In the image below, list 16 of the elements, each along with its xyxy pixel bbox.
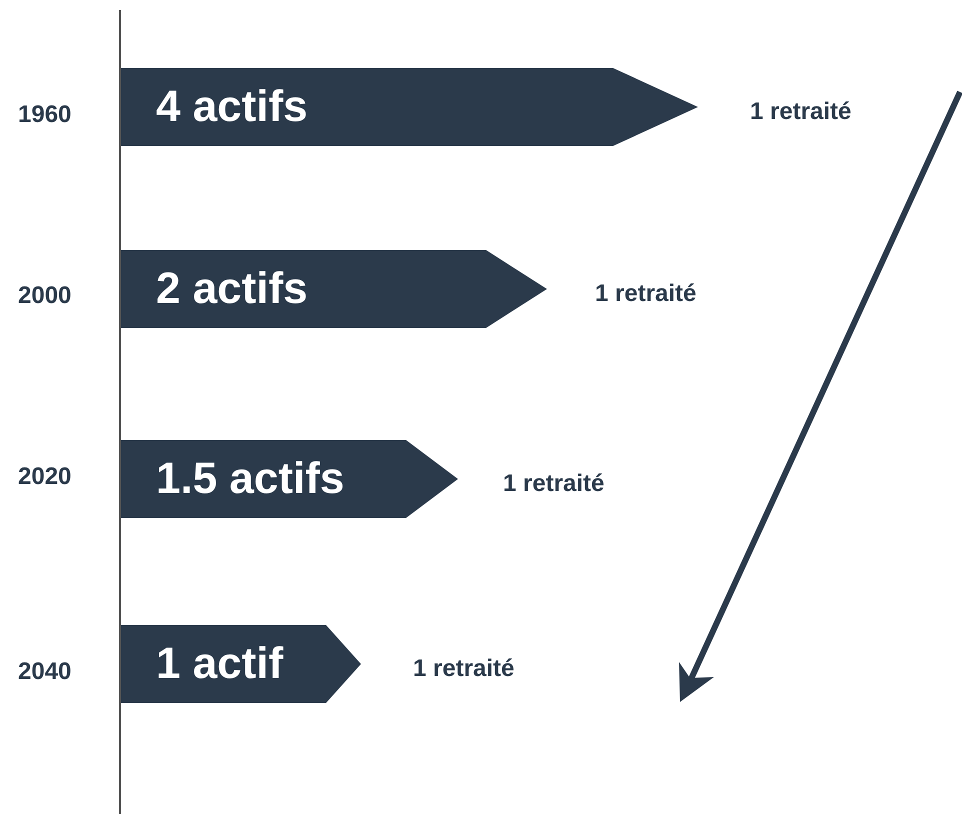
count-label: 4 actifs bbox=[156, 82, 308, 132]
year-label: 2000 bbox=[18, 282, 72, 310]
year-label: 2040 bbox=[18, 658, 72, 686]
retiree-label: 1 retraité bbox=[413, 655, 514, 683]
retiree-label: 1 retraité bbox=[595, 280, 696, 308]
year-label: 2020 bbox=[18, 463, 72, 491]
retiree-label: 1 retraité bbox=[750, 98, 852, 126]
retiree-label: 1 retraité bbox=[503, 470, 604, 498]
year-label: 1960 bbox=[18, 101, 72, 129]
pentagon-arrow bbox=[121, 68, 698, 146]
count-label: 2 actifs bbox=[156, 264, 308, 314]
pentagon-arrow bbox=[121, 625, 361, 703]
count-label: 1.5 actifs bbox=[156, 454, 344, 504]
count-label: 1 actif bbox=[156, 639, 284, 689]
pentagon-arrow bbox=[121, 440, 458, 518]
pentagon-arrow bbox=[121, 250, 547, 328]
